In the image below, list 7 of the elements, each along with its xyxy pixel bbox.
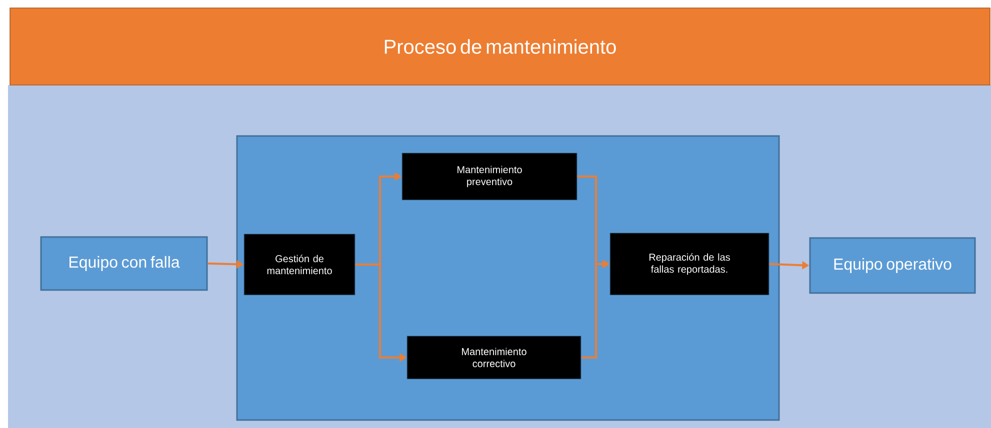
process-box: Reparación de las fallas reportadas.	[610, 232, 770, 296]
process-box: Gestión de mantenimiento	[244, 234, 356, 296]
process-box: Mantenimiento correctivo	[406, 336, 582, 380]
state-box: Equipo con falla	[40, 236, 208, 291]
title-banner: Proceso de mantenimiento	[10, 8, 990, 86]
process-box: Mantenimiento preventivo	[402, 152, 578, 200]
state-box: Equipo operativo	[809, 237, 976, 294]
